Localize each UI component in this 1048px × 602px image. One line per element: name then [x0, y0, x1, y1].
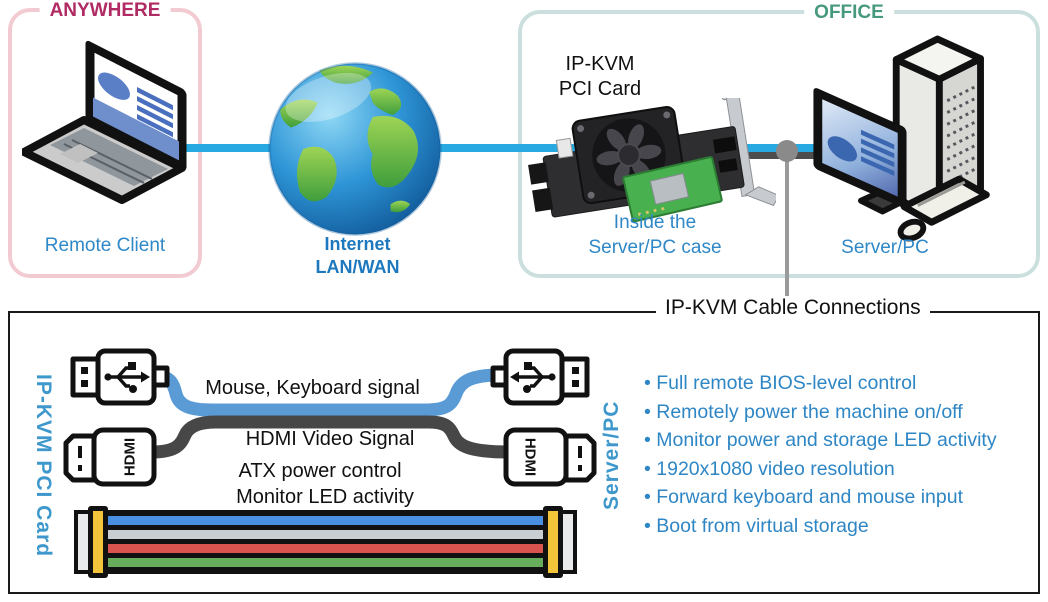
- usb-cable-label: Mouse, Keyboard signal: [205, 377, 420, 399]
- usb-connector-icon: [490, 348, 590, 406]
- inside-case-caption: Inside the Server/PC case: [555, 210, 755, 260]
- feature-item: Full remote BIOS-level control: [644, 369, 1042, 398]
- inside-case-line1: Inside the: [613, 212, 697, 233]
- pci-card-label-line2: PCI Card: [558, 78, 642, 100]
- atx-power-label: ATX power control: [238, 460, 402, 482]
- office-zone-title: OFFICE: [804, 2, 894, 24]
- pci-card-icon: [528, 98, 776, 223]
- feature-item: Monitor power and storage LED activity: [644, 426, 1042, 455]
- desktop-computer-icon: [813, 35, 990, 242]
- feature-item: 1920x1080 video resolution: [644, 455, 1042, 484]
- usb-connector-icon: [70, 348, 170, 406]
- hdmi-connector-text: HDMI: [522, 438, 539, 476]
- bottom-right-vertical-label: Server/PC: [600, 400, 623, 510]
- anywhere-zone-title: ANYWHERE: [39, 0, 171, 22]
- monitor-led-label: Monitor LED activity: [236, 486, 414, 508]
- inside-case-line2: Server/PC case: [588, 237, 722, 258]
- hdmi-connector-icon: HDMI: [503, 427, 597, 487]
- usb-cable: [143, 368, 507, 417]
- internet-caption: Internet LAN/WAN: [280, 233, 435, 279]
- cable-connections-title: IP-KVM Cable Connections: [656, 296, 930, 320]
- hdmi-cable: [145, 415, 515, 459]
- callout-dot: [776, 140, 798, 162]
- feature-item: Forward keyboard and mouse input: [644, 483, 1042, 512]
- laptop-icon: [22, 40, 187, 204]
- pci-card-label: IP-KVM PCI Card: [540, 52, 660, 102]
- ribbon-cable-icon: [74, 506, 577, 578]
- bottom-left-vertical-label: IP-KVM PCI Card: [32, 374, 55, 558]
- feature-item: Boot from virtual storage: [644, 512, 1042, 541]
- hdmi-connector-icon: HDMI: [63, 427, 157, 487]
- hdmi-connector-text: HDMI: [122, 438, 139, 476]
- internet-caption-line2: LAN/WAN: [315, 257, 400, 277]
- globe-icon: [268, 62, 442, 236]
- server-pc-caption: Server/PC: [841, 237, 929, 258]
- hdmi-cable-label: HDMI Video Signal: [245, 428, 415, 450]
- internet-caption-line1: Internet: [324, 234, 391, 254]
- remote-client-caption: Remote Client: [44, 235, 166, 256]
- feature-list: Full remote BIOS-level control Remotely …: [644, 369, 1042, 540]
- feature-item: Remotely power the machine on/off: [644, 398, 1042, 427]
- anywhere-zone-box: ANYWHERE: [8, 0, 202, 278]
- internet-line: [160, 144, 845, 152]
- pci-card-label-line1: IP-KVM: [565, 53, 635, 75]
